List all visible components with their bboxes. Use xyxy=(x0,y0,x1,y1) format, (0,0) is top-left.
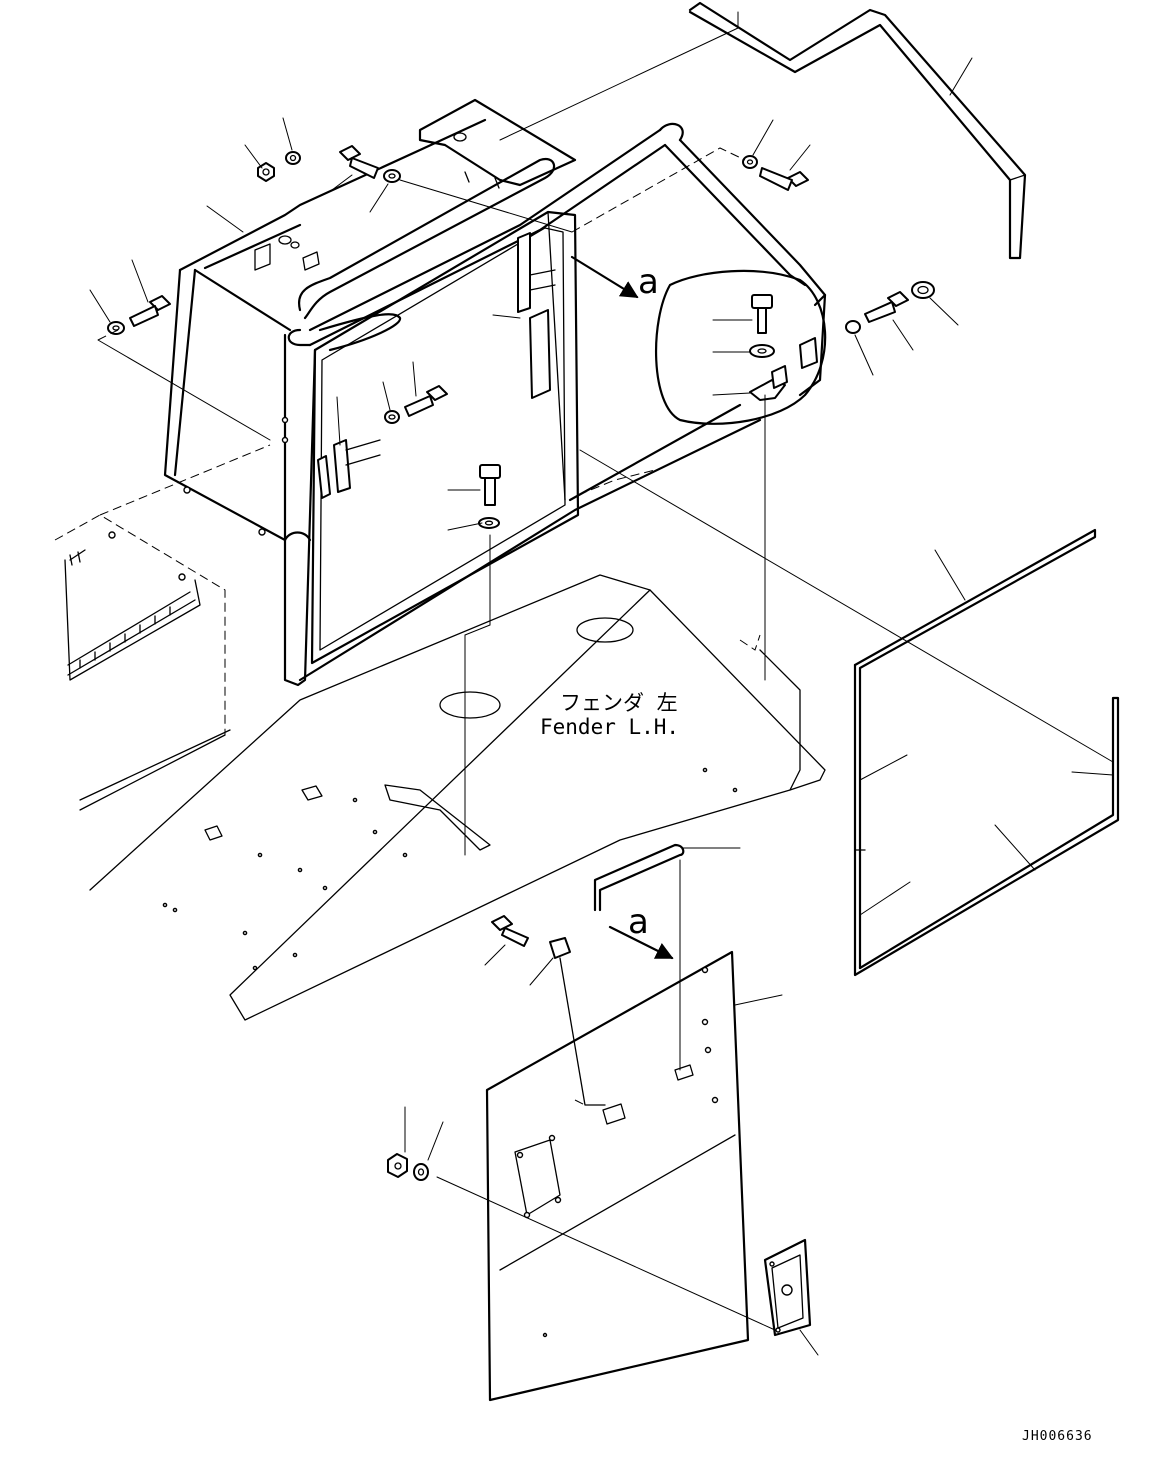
drawing-code: JH006636 xyxy=(1022,1429,1093,1444)
fender-label-jp: フェンダ 左 xyxy=(560,691,678,715)
bolt-left xyxy=(129,295,171,327)
window-glass xyxy=(853,528,1120,977)
fasteners xyxy=(107,145,935,1181)
bolt-vertical xyxy=(479,464,501,506)
nut-top-2 xyxy=(285,151,301,165)
washer-vertical xyxy=(478,517,500,529)
bolt-lower xyxy=(491,915,529,947)
guard-bar xyxy=(688,1,1027,260)
view-arrow-lower: a xyxy=(608,902,674,960)
detail-view-a xyxy=(654,269,827,425)
washer-middle xyxy=(384,410,400,424)
view-arrow-upper-label: a xyxy=(638,262,659,302)
leader-lines xyxy=(89,57,1114,1356)
bolt-right xyxy=(864,291,909,323)
view-arrow-lower-label: a xyxy=(628,902,649,942)
top-bracket xyxy=(418,98,577,189)
access-door-panel xyxy=(485,950,750,1402)
cab-side-panel xyxy=(99,118,827,687)
latch-clip xyxy=(549,937,606,1106)
washer-left xyxy=(107,321,125,335)
assembly-lines xyxy=(97,11,1114,1331)
hinge-knuckles xyxy=(79,606,171,669)
nut-lower xyxy=(387,1153,408,1178)
bolt-top-right xyxy=(759,167,809,191)
washer-lower xyxy=(413,1163,429,1181)
adjacent-toolbox xyxy=(54,514,226,811)
bolt-top xyxy=(339,145,379,179)
stay-rod xyxy=(593,843,685,912)
fender-bolt-holes xyxy=(162,767,738,971)
bolt-middle xyxy=(404,385,448,417)
view-arrow-upper: a xyxy=(570,255,659,302)
washer-top-right xyxy=(742,155,758,169)
washer-right xyxy=(845,320,861,334)
grommet-right xyxy=(911,281,935,299)
door-handle xyxy=(763,1238,812,1337)
fender-lh xyxy=(79,574,826,1021)
fender-label-en: Fender L.H. xyxy=(540,715,679,739)
washer-top xyxy=(383,169,401,183)
